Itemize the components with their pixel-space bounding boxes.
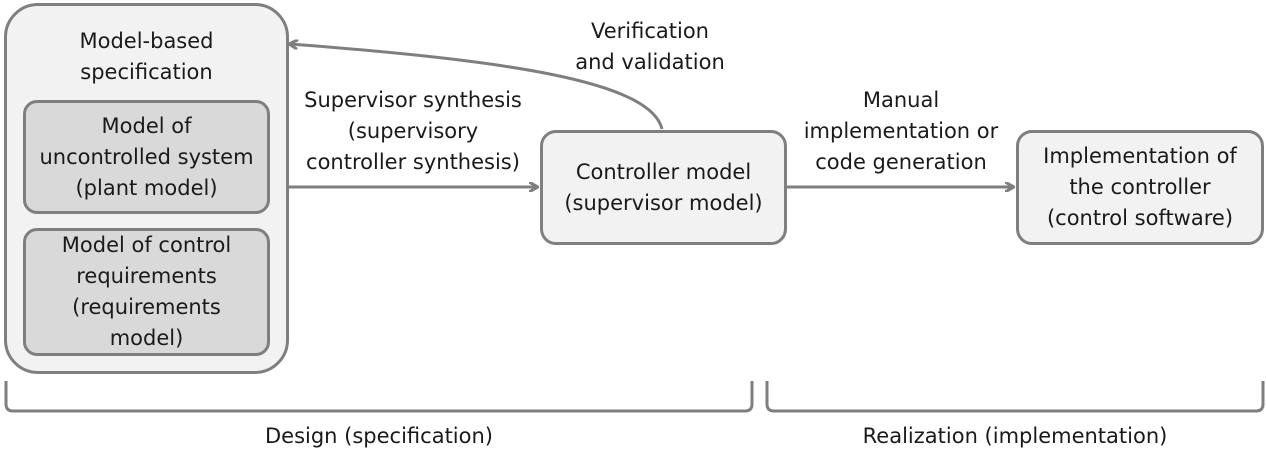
requirements-line-2: requirements [76, 264, 217, 288]
plant-model-box: Model of uncontrolled system (plant mode… [23, 100, 270, 214]
synthesis-label: Supervisor synthesis (supervisory contro… [296, 85, 530, 178]
controller-line-2: (supervisor model) [564, 190, 763, 215]
plant-line-3: (plant model) [75, 175, 218, 200]
manual-implementation-label: Manual implementation or code generation [792, 85, 1010, 178]
synthesis-line-3: controller synthesis) [306, 150, 520, 174]
requirements-line-4: model) [109, 326, 184, 350]
plant-line-1: Model of [101, 113, 192, 138]
verification-line-1: Verification [591, 19, 709, 43]
design-phase-label: Design (specification) [264, 424, 493, 448]
realization-brace [765, 381, 1265, 413]
design-brace [4, 381, 754, 413]
requirements-model-box: Model of control requirements (requireme… [23, 228, 270, 356]
implementation-box: Implementation of the controller (contro… [1016, 130, 1264, 245]
synthesis-line-1: Supervisor synthesis [304, 88, 522, 112]
verification-label: Verification and validation [545, 16, 755, 78]
outer-title-line-1: Model-based [79, 29, 214, 53]
verification-arrow [290, 44, 664, 130]
requirements-line-3: (requirements [72, 295, 221, 319]
plant-line-2: uncontrolled system [39, 144, 254, 169]
controller-model-box: Controller model (supervisor model) [540, 130, 787, 245]
implementation-line-3: (control software) [1046, 206, 1234, 230]
realization-phase-label: Realization (implementation) [862, 424, 1168, 448]
controller-line-1: Controller model [575, 159, 752, 184]
manual-line-1: Manual [862, 88, 940, 112]
implementation-line-2: the controller [1069, 175, 1211, 199]
synthesis-line-2: (supervisory [347, 119, 479, 143]
manual-line-3: code generation [815, 150, 987, 174]
implementation-line-1: Implementation of [1043, 144, 1237, 168]
outer-title-line-2: specification [80, 60, 213, 84]
manual-line-2: implementation or [803, 119, 999, 143]
requirements-line-1: Model of control [61, 233, 232, 257]
verification-line-2: and validation [575, 50, 725, 74]
